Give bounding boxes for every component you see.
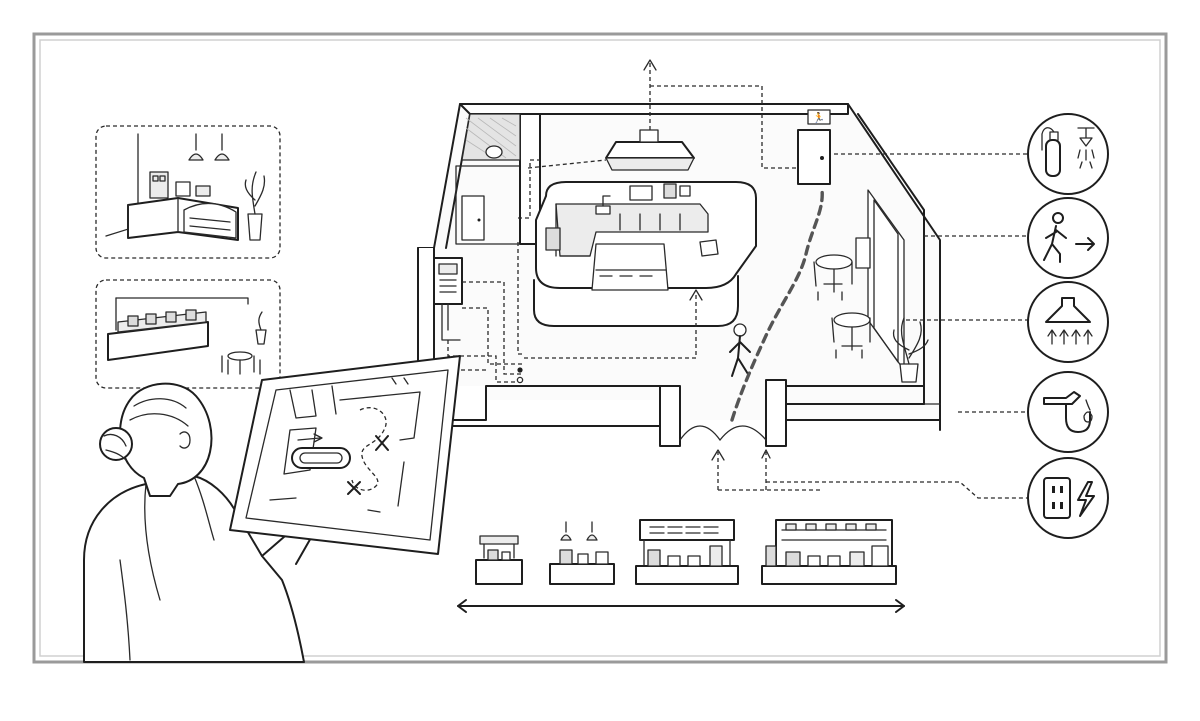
range-hood-exhaust-icon <box>1027 281 1109 363</box>
range-hood <box>605 129 695 171</box>
walking-person <box>729 323 751 377</box>
electrical-outlet-lightning-icon <box>1027 457 1109 539</box>
kiosk-size-md <box>635 519 739 585</box>
inset-long-counter <box>95 279 281 389</box>
sink-faucet-drain-icon <box>1027 371 1109 453</box>
kiosk-size-sm <box>549 521 615 585</box>
exit-sign-icon: 🏃 <box>813 111 825 124</box>
outer-frame <box>32 32 1168 664</box>
potted-plant <box>892 317 929 383</box>
walking-person-exit-arrow-icon <box>1027 197 1109 279</box>
floor-plan-board <box>229 355 461 555</box>
icon-connectors <box>834 153 1030 413</box>
customer-flow-path <box>730 188 824 422</box>
kiosk-size-xs <box>475 535 523 585</box>
inset-small-kiosk <box>95 125 281 259</box>
fire-extinguisher-and-sprinkler-icon <box>1027 113 1109 195</box>
size-range-arrow <box>457 599 905 613</box>
floor-plan-room: 🏃 <box>417 59 1028 499</box>
dining-tables <box>813 237 871 359</box>
exit-door: 🏃 <box>797 109 831 185</box>
island-counter <box>533 181 757 327</box>
kiosk-size-lg <box>761 519 897 585</box>
